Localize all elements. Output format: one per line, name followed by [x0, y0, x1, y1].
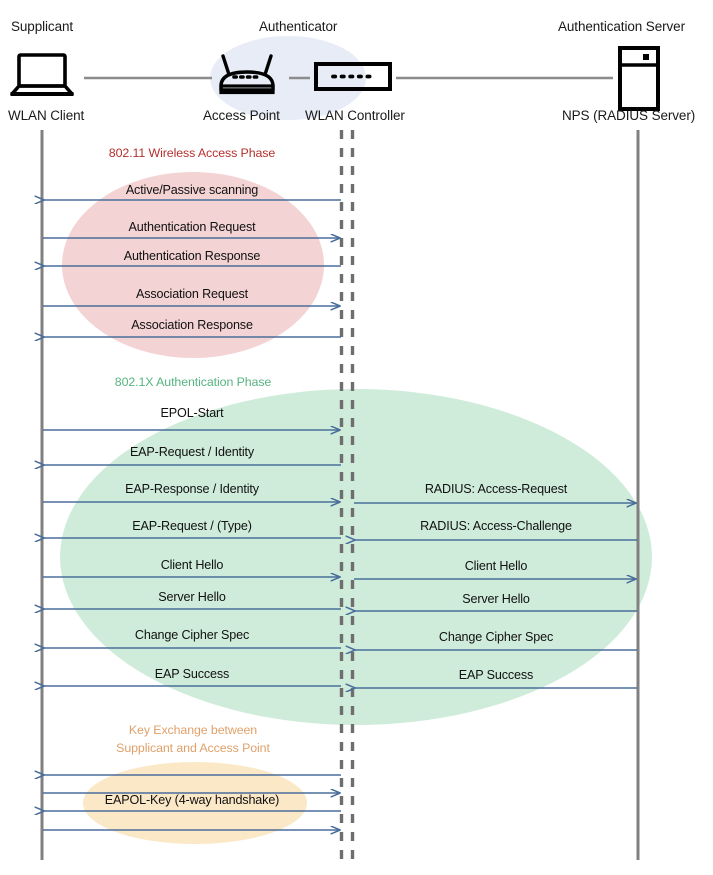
- phase-label-key-exchange: Key Exchange between Supplicant and Acce…: [43, 722, 343, 758]
- msg-radius-access-challenge: RADIUS: Access-Challenge: [420, 519, 572, 533]
- phase-2-arrows-left: [43, 430, 341, 686]
- role-label-authenticator: Authenticator: [259, 19, 338, 34]
- msg-eapol-key-handshake: EAPOL-Key (4-way handshake): [104, 793, 280, 807]
- device-label-wlan-client: WLAN Client: [8, 108, 85, 123]
- role-label-supplicant: Supplicant: [11, 19, 74, 34]
- msg-active-passive-scanning: Active/Passive scanning: [125, 183, 259, 197]
- msg-authentication-request: Authentication Request: [128, 220, 256, 234]
- server-rack-icon: [618, 46, 660, 111]
- msg-eap-response-identity: EAP-Response / Identity: [125, 482, 259, 496]
- msg-change-cipher-spec-left: Change Cipher Spec: [134, 628, 250, 642]
- msg-client-hello-right: Client Hello: [464, 559, 528, 573]
- network-switch-icon: [314, 62, 392, 91]
- phase-label-key-exchange-line2: Supplicant and Access Point: [116, 740, 270, 755]
- msg-change-cipher-spec-right: Change Cipher Spec: [438, 630, 554, 644]
- msg-server-hello-left: Server Hello: [158, 590, 226, 604]
- phase-3-arrows: [43, 775, 341, 830]
- role-label-auth-server: Authentication Server: [558, 19, 685, 34]
- msg-eap-success-left: EAP Success: [154, 667, 230, 681]
- msg-radius-access-request: RADIUS: Access-Request: [424, 482, 568, 496]
- msg-server-hello-right: Server Hello: [462, 592, 530, 606]
- msg-association-request: Association Request: [136, 287, 248, 301]
- device-label-access-point: Access Point: [203, 108, 280, 123]
- key-exchange-phase-highlight: [83, 762, 307, 844]
- wireless-access-phase-highlight: [62, 172, 324, 358]
- msg-authentication-response: Authentication Response: [123, 249, 261, 263]
- device-label-wlan-controller: WLAN Controller: [305, 108, 405, 123]
- msg-eapol-start: EPOL-Start: [160, 406, 224, 420]
- phase-1-arrows: [43, 200, 341, 337]
- dot1x-phase-highlight: [60, 389, 652, 725]
- msg-eap-request-type: EAP-Request / (Type): [132, 519, 252, 533]
- phase-label-wireless-access: 802.11 Wireless Access Phase: [108, 146, 276, 160]
- wireless-access-point-icon: [219, 54, 275, 95]
- msg-eap-success-right: EAP Success: [458, 668, 534, 682]
- phase-label-key-exchange-line1: Key Exchange between: [128, 723, 258, 737]
- msg-client-hello-left: Client Hello: [160, 558, 224, 572]
- authenticator-halo: [210, 36, 366, 120]
- laptop-icon: [10, 53, 74, 96]
- phase-label-dot1x-authentication: 802.1X Authentication Phase: [114, 375, 272, 389]
- msg-association-response: Association Response: [131, 318, 253, 332]
- phase-2-arrows-right: [354, 503, 637, 688]
- msg-eap-request-identity: EAP-Request / Identity: [129, 445, 255, 459]
- device-label-nps-server: NPS (RADIUS Server): [562, 108, 696, 123]
